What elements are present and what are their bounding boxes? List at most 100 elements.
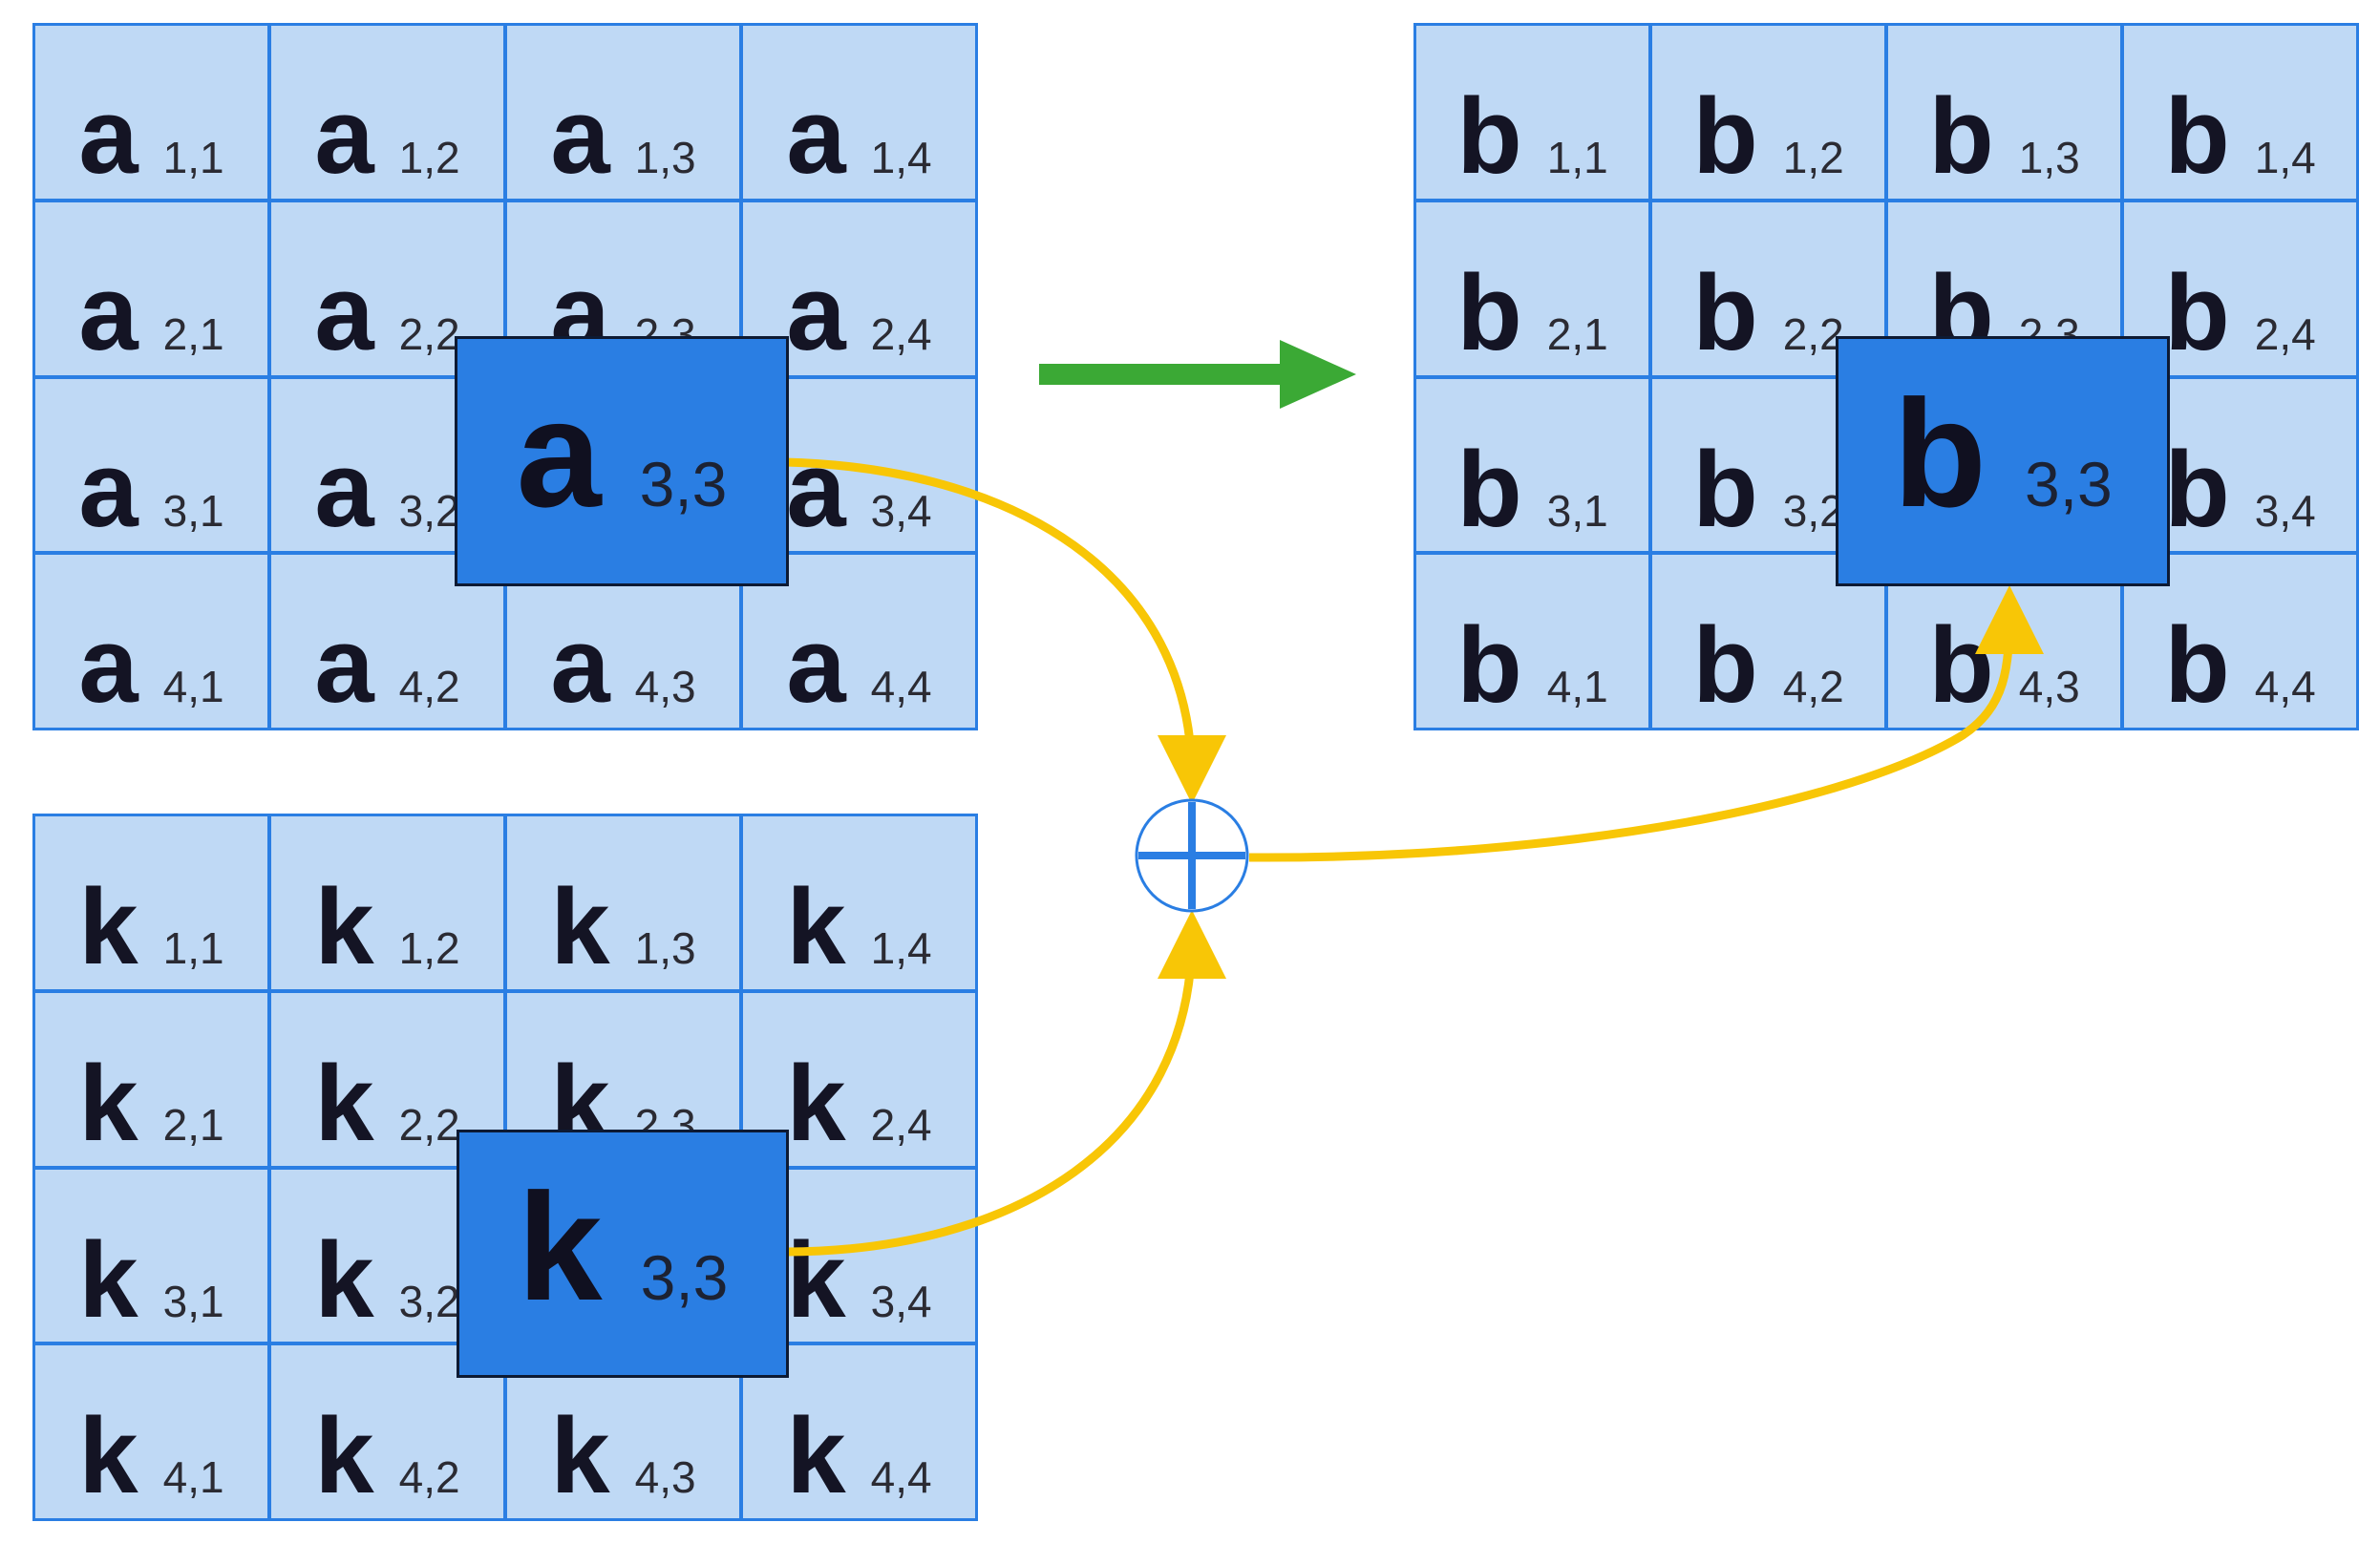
highlight-cell-a: a 3,3 bbox=[455, 336, 789, 586]
cell-symbol: k bbox=[786, 1043, 846, 1163]
matrix-k-cell: k 4,2 bbox=[271, 1345, 503, 1518]
cell-index: 2,1 bbox=[162, 1099, 224, 1150]
cell-index: 1,4 bbox=[2254, 133, 2316, 182]
highlight-cell-b: b 3,3 bbox=[1836, 336, 2170, 586]
matrix-a-cell: a 1,1 bbox=[35, 26, 267, 199]
cell-index: 1,2 bbox=[1782, 133, 1844, 182]
cell-index: 4,4 bbox=[870, 662, 932, 712]
cell-index: 4,3 bbox=[634, 1452, 696, 1503]
cell-symbol: k bbox=[550, 1396, 610, 1516]
cell-symbol: k bbox=[78, 1396, 138, 1516]
matrix-b-cell: b 2,4 bbox=[2124, 201, 2356, 375]
cell-index: 1,2 bbox=[398, 133, 460, 182]
cell-symbol: a bbox=[786, 76, 846, 196]
cell-index: 1,1 bbox=[162, 923, 224, 973]
cell-symbol: b bbox=[1456, 429, 1522, 549]
cell-index: 2,4 bbox=[870, 1099, 932, 1150]
cell-index: 2,4 bbox=[2254, 308, 2316, 359]
cell-index: 1,1 bbox=[162, 133, 224, 182]
highlight-symbol-b: b bbox=[1893, 368, 1987, 539]
cell-index: 1,2 bbox=[398, 923, 460, 973]
cell-symbol: a bbox=[78, 605, 138, 726]
matrix-b-cell: b 1,3 bbox=[1888, 26, 2120, 199]
cell-index: 4,3 bbox=[2018, 662, 2080, 712]
cell-index: 1,3 bbox=[2018, 133, 2080, 182]
matrix-b-cell: b 1,2 bbox=[1652, 26, 1884, 199]
cell-symbol: k bbox=[314, 1396, 374, 1516]
cell-index: 2,2 bbox=[1782, 308, 1844, 359]
matrix-a-cell: a 3,1 bbox=[35, 378, 267, 552]
cell-index: 1,4 bbox=[870, 133, 932, 182]
plus-circle-icon bbox=[1135, 798, 1249, 913]
cell-symbol: b bbox=[2164, 605, 2230, 726]
flow-arrow bbox=[1039, 340, 1356, 409]
matrix-b-cell: b 2,1 bbox=[1416, 201, 1648, 375]
cell-symbol: a bbox=[550, 605, 610, 726]
highlight-index-k: 3,3 bbox=[640, 1242, 729, 1313]
cell-index: 4,2 bbox=[398, 1452, 460, 1503]
cell-symbol: a bbox=[786, 429, 846, 549]
cell-index: 2,4 bbox=[870, 308, 932, 359]
cell-symbol: b bbox=[2164, 76, 2230, 196]
cell-symbol: a bbox=[78, 429, 138, 549]
matrix-b-cell: b 1,4 bbox=[2124, 26, 2356, 199]
cell-index: 3,4 bbox=[870, 485, 932, 536]
cell-index: 2,2 bbox=[398, 308, 460, 359]
matrix-k-cell: k 1,2 bbox=[271, 816, 503, 989]
cell-symbol: k bbox=[786, 867, 846, 986]
highlight-cell-k: k 3,3 bbox=[457, 1130, 789, 1378]
cell-index: 1,3 bbox=[634, 923, 696, 973]
cell-index: 3,2 bbox=[398, 485, 460, 536]
matrix-k-cell: k 1,1 bbox=[35, 816, 267, 989]
cell-symbol: b bbox=[1456, 252, 1522, 372]
cell-symbol: b bbox=[1456, 605, 1522, 726]
cell-index: 3,4 bbox=[2254, 485, 2316, 536]
cell-index: 3,2 bbox=[398, 1276, 460, 1326]
cell-symbol: k bbox=[314, 1043, 374, 1163]
cell-index: 3,2 bbox=[1782, 485, 1844, 536]
cell-index: 4,2 bbox=[1782, 662, 1844, 712]
cell-symbol: k bbox=[78, 867, 138, 986]
cell-index: 2,1 bbox=[1546, 308, 1608, 359]
cell-index: 3,1 bbox=[162, 485, 224, 536]
cell-index: 4,1 bbox=[1546, 662, 1608, 712]
matrix-k-cell: k 1,3 bbox=[507, 816, 739, 989]
cell-symbol: k bbox=[78, 1219, 138, 1340]
cell-symbol: b bbox=[1692, 76, 1758, 196]
cell-symbol: b bbox=[1692, 605, 1758, 726]
cell-index: 3,1 bbox=[1546, 485, 1608, 536]
cell-index: 1,4 bbox=[870, 923, 932, 973]
cell-symbol: b bbox=[1928, 76, 1994, 196]
cell-index: 2,2 bbox=[398, 1099, 460, 1150]
cell-symbol: a bbox=[78, 252, 138, 372]
cell-symbol: a bbox=[78, 76, 138, 196]
cell-symbol: b bbox=[2164, 252, 2230, 372]
matrix-a-cell: a 1,4 bbox=[743, 26, 975, 199]
cell-symbol: a bbox=[786, 605, 846, 726]
matrix-a-cell: a 2,1 bbox=[35, 201, 267, 375]
cell-index: 1,3 bbox=[634, 133, 696, 182]
cell-index: 4,4 bbox=[870, 1452, 932, 1503]
cell-symbol: k bbox=[314, 1219, 374, 1340]
cell-symbol: a bbox=[314, 605, 374, 726]
cell-index: 3,1 bbox=[162, 1276, 224, 1326]
cell-index: 4,4 bbox=[2254, 662, 2316, 712]
cell-index: 2,1 bbox=[162, 308, 224, 359]
cell-symbol: k bbox=[78, 1043, 138, 1163]
matrix-k-cell: k 2,1 bbox=[35, 992, 267, 1166]
cell-index: 3,4 bbox=[870, 1276, 932, 1326]
cell-symbol: k bbox=[314, 867, 374, 986]
cell-symbol: a bbox=[314, 429, 374, 549]
highlight-symbol-k: k bbox=[517, 1161, 603, 1332]
cell-symbol: b bbox=[1456, 76, 1522, 196]
cell-symbol: k bbox=[786, 1396, 846, 1516]
cell-symbol: b bbox=[1692, 252, 1758, 372]
cell-symbol: k bbox=[550, 867, 610, 986]
highlight-index-b: 3,3 bbox=[2024, 449, 2113, 519]
highlight-index-a: 3,3 bbox=[639, 449, 728, 519]
matrix-k-cell: k 1,4 bbox=[743, 816, 975, 989]
